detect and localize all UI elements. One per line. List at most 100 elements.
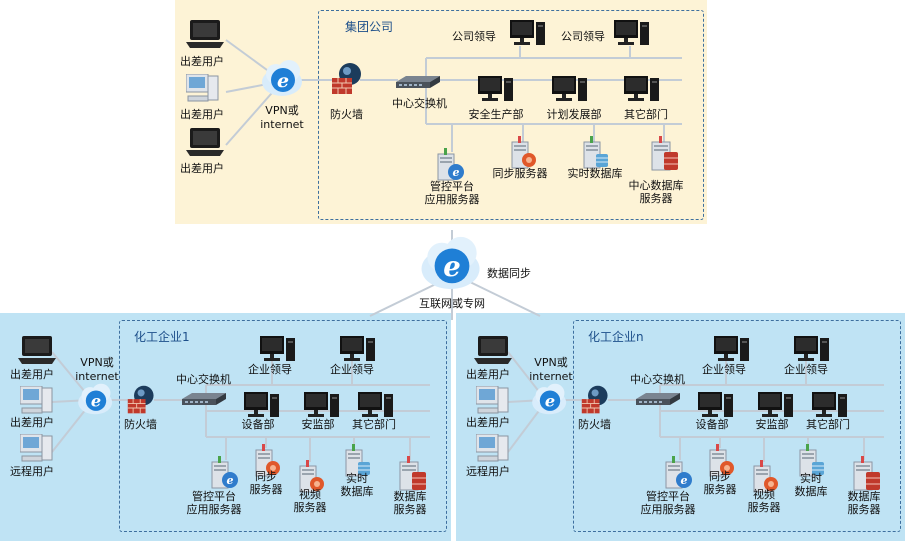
realtime-db-label-2: 数据库 — [340, 485, 374, 498]
data-sync-label: 数据同步 — [487, 267, 531, 280]
sync-server-label: 同步 — [255, 470, 277, 483]
travel-user-label: 出差用户 — [466, 416, 510, 429]
desktop-computer-icon — [476, 386, 509, 414]
leader-label: 企业领导 — [248, 363, 292, 376]
sync-server-label: 同步服务器 — [492, 167, 548, 180]
internet-explorer-cloud-icon — [262, 60, 302, 96]
laptop-icon — [186, 20, 224, 48]
dept-other-label: 其它部门 — [624, 108, 668, 121]
group-title: 集团公司 — [345, 20, 394, 34]
web-server-icon — [211, 456, 239, 489]
core-switch-label: 中心交换机 — [392, 97, 447, 110]
center-db-label-2: 服务器 — [639, 192, 673, 205]
leader-label: 公司领导 — [452, 30, 496, 43]
desktop-computer-icon — [476, 434, 509, 462]
firewall-label: 防火墙 — [330, 108, 363, 121]
realtime-db-label-2: 数据库 — [794, 485, 828, 498]
workstation-icon — [794, 336, 829, 361]
sync-server-label-2: 服务器 — [703, 483, 737, 496]
workstation-icon — [358, 392, 393, 417]
db-server-label: 数据库 — [393, 490, 427, 503]
workstation-icon — [478, 76, 513, 101]
realtime-db-label: 实时数据库 — [567, 167, 623, 180]
database-server-icon — [399, 456, 427, 491]
workstation-icon — [698, 392, 733, 417]
leader-label: 企业领导 — [330, 363, 374, 376]
dept-safety-label: 安监部 — [755, 418, 789, 431]
mgmt-server-label-2: 应用服务器 — [424, 193, 480, 206]
travel-user-label: 出差用户 — [180, 162, 224, 175]
workstation-icon — [714, 336, 749, 361]
dept-plan-label: 计划发展部 — [546, 108, 602, 121]
sync-server-icon — [511, 136, 537, 169]
database-server-icon — [853, 456, 881, 491]
internet-label: 互联网或专网 — [419, 297, 485, 310]
center-db-label: 中心数据库 — [628, 179, 684, 192]
video-server-label: 视频 — [299, 488, 321, 501]
mgmt-server-label-2: 应用服务器 — [186, 503, 242, 516]
dept-other-label: 其它部门 — [352, 418, 396, 431]
video-server-label-2: 服务器 — [747, 501, 781, 514]
workstation-icon — [812, 392, 847, 417]
firewall-icon — [127, 385, 155, 414]
leader-label: 公司领导 — [561, 30, 605, 43]
desktop-computer-icon — [20, 434, 53, 462]
workstation-icon — [624, 76, 659, 101]
core-switch-icon — [182, 393, 226, 405]
enterprise-1-panel — [0, 313, 451, 541]
workstation-icon — [510, 20, 545, 45]
dept-safety-label: 安全生产部 — [468, 108, 524, 121]
workstation-icon — [260, 336, 295, 361]
laptop-icon — [18, 336, 56, 364]
video-server-label: 视频 — [753, 488, 775, 501]
vpn-label-internet: internet — [75, 370, 119, 383]
realtime-db-icon — [583, 136, 609, 169]
workstation-icon — [552, 76, 587, 101]
sync-server-label-2: 服务器 — [249, 483, 283, 496]
database-server-icon — [651, 136, 679, 171]
enterprise-n-title: 化工企业n — [588, 330, 644, 344]
realtime-db-label: 实时 — [346, 472, 368, 485]
workstation-icon — [614, 20, 649, 45]
workstation-icon — [304, 392, 339, 417]
video-server-label-2: 服务器 — [293, 501, 327, 514]
vpn-label-internet: internet — [260, 118, 304, 131]
enterprise-n-lan-boundary — [573, 320, 901, 532]
remote-user-label: 远程用户 — [466, 465, 510, 478]
firewall-icon — [331, 62, 362, 95]
core-switch-icon — [636, 393, 680, 405]
internet-explorer-cloud-icon — [532, 383, 567, 415]
firewall-label: 防火墙 — [578, 418, 611, 431]
workstation-icon — [340, 336, 375, 361]
dept-equip-label: 设备部 — [695, 418, 729, 431]
leader-label: 企业领导 — [702, 363, 746, 376]
firewall-icon — [581, 385, 608, 414]
mgmt-server-label-2: 应用服务器 — [640, 503, 696, 516]
internet-cloud-icon — [421, 236, 480, 290]
internet-explorer-cloud-icon — [78, 383, 113, 415]
realtime-db-label: 实时 — [800, 472, 822, 485]
desktop-computer-icon — [20, 386, 53, 414]
workstation-icon — [758, 392, 793, 417]
travel-user-label: 出差用户 — [466, 368, 510, 381]
travel-user-label: 出差用户 — [10, 368, 54, 381]
vpn-label-internet: internet — [529, 370, 573, 383]
web-server-icon — [437, 148, 465, 181]
desktop-computer-icon — [186, 74, 219, 102]
enterprise-n-panel — [456, 313, 905, 541]
travel-user-label: 出差用户 — [10, 416, 54, 429]
dept-other-label: 其它部门 — [806, 418, 850, 431]
laptop-icon — [474, 336, 512, 364]
firewall-label: 防火墙 — [124, 418, 157, 431]
mgmt-server-label: 管控平台 — [192, 490, 236, 503]
db-server-label: 数据库 — [847, 490, 881, 503]
db-server-label-2: 服务器 — [393, 503, 427, 516]
vpn-label: VPN或 — [265, 104, 299, 117]
travel-user-label: 出差用户 — [180, 108, 224, 121]
enterprise-1-lan-boundary — [119, 320, 447, 532]
enterprise-1-title: 化工企业1 — [134, 330, 190, 344]
mgmt-server-label: 管控平台 — [430, 180, 474, 193]
core-switch-label: 中心交换机 — [630, 373, 685, 386]
mgmt-server-label: 管控平台 — [646, 490, 690, 503]
